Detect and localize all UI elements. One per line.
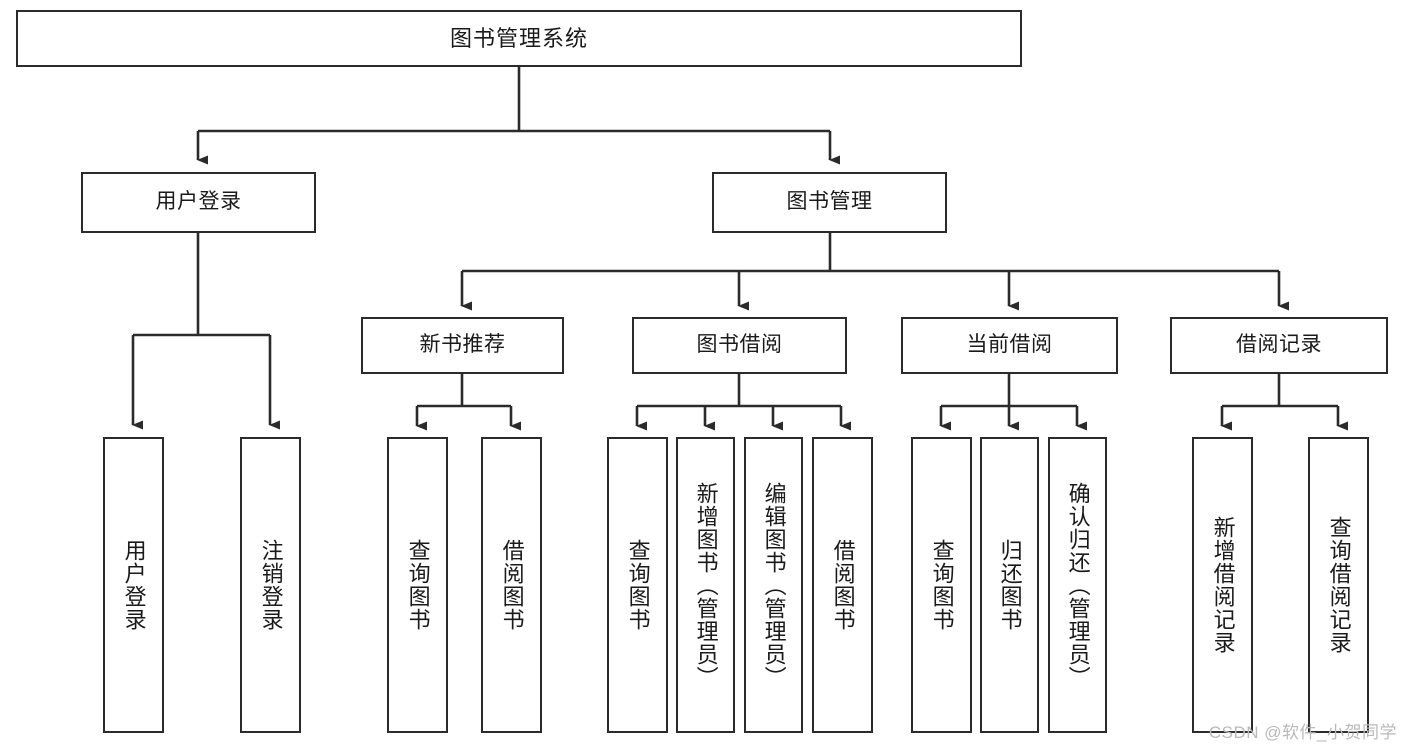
watermark: CSDN @软件_小贺同学: [1208, 723, 1397, 742]
node-label: 注销登录: [258, 539, 284, 631]
leaf-return-book[interactable]: 归还图书: [980, 437, 1039, 733]
leaf-logout[interactable]: 注销登录: [240, 437, 301, 733]
node-label: 编辑图书（管理员）: [761, 481, 787, 689]
leaf-add-borrow-record[interactable]: 新增借阅记录: [1192, 437, 1253, 733]
node-user-login[interactable]: 用户登录: [81, 172, 316, 233]
node-label: 确认归还（管理员）: [1065, 481, 1091, 689]
node-label: 新书推荐: [419, 333, 506, 357]
node-borrow-records[interactable]: 借阅记录: [1170, 317, 1388, 374]
connector-group-root: [196, 67, 840, 165]
leaf-edit-book-admin[interactable]: 编辑图书（管理员）: [744, 437, 803, 733]
connector-group-borrow: [635, 374, 851, 431]
node-label: 用户登录: [121, 539, 147, 631]
leaf-query-book-borrow[interactable]: 查询图书: [607, 437, 668, 733]
node-label: 用户登录: [155, 190, 242, 214]
node-label: 查询图书: [625, 539, 651, 631]
node-label: 借阅图书: [830, 539, 856, 631]
leaf-borrow-book[interactable]: 借阅图书: [812, 437, 873, 733]
node-root-system[interactable]: 图书管理系统: [16, 10, 1022, 67]
node-label: 图书管理系统: [449, 25, 588, 51]
node-label: 借阅图书: [499, 539, 525, 631]
node-label: 新增图书（管理员）: [693, 481, 719, 689]
node-label: 新增借阅记录: [1210, 516, 1236, 654]
leaf-borrow-book-recommend[interactable]: 借阅图书: [481, 437, 542, 733]
node-label: 查询图书: [929, 539, 955, 631]
node-book-management[interactable]: 图书管理: [712, 172, 947, 233]
node-current-borrow[interactable]: 当前借阅: [901, 317, 1118, 374]
node-label: 当前借阅: [966, 333, 1053, 357]
connector-group-current: [939, 374, 1087, 431]
connector-group-records: [1220, 374, 1348, 431]
node-new-book-recommend[interactable]: 新书推荐: [361, 317, 564, 374]
node-label: 借阅记录: [1236, 333, 1322, 357]
leaf-query-book-recommend[interactable]: 查询图书: [387, 437, 448, 733]
node-label: 图书管理: [786, 190, 873, 214]
leaf-query-borrow-record[interactable]: 查询借阅记录: [1308, 437, 1369, 733]
node-book-borrow[interactable]: 图书借阅: [632, 317, 847, 374]
connector-group-new-book: [415, 374, 521, 431]
leaf-user-login[interactable]: 用户登录: [103, 437, 164, 733]
node-label: 查询图书: [405, 539, 431, 631]
leaf-confirm-return-admin[interactable]: 确认归还（管理员）: [1048, 437, 1107, 733]
connector-group-book-mgmt: [460, 233, 1289, 311]
leaf-query-book-current[interactable]: 查询图书: [911, 437, 972, 733]
node-label: 查询借阅记录: [1326, 516, 1352, 654]
node-label: 图书借阅: [696, 333, 783, 357]
node-label: 归还图书: [997, 539, 1023, 631]
connector-group-user-login: [131, 233, 280, 430]
leaf-add-book-admin[interactable]: 新增图书（管理员）: [676, 437, 735, 733]
